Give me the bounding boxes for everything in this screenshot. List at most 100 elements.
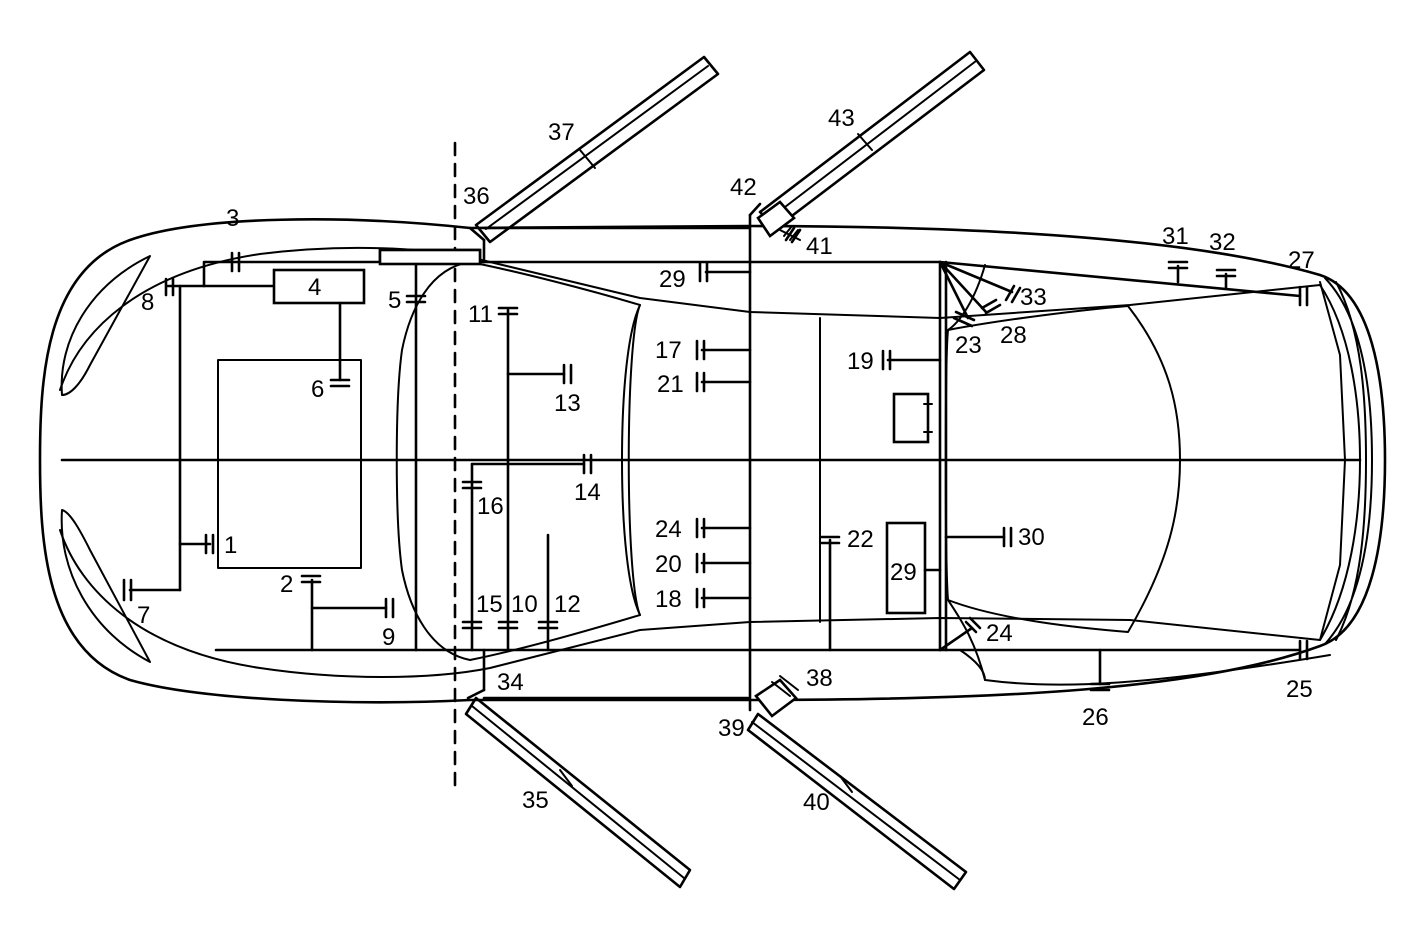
connector-32 <box>1215 268 1237 278</box>
callout-31: 31 <box>1162 223 1189 250</box>
callout-11: 11 <box>468 301 493 328</box>
door-panel-37-inner <box>485 65 709 230</box>
callout-14: 14 <box>574 479 601 506</box>
connector-11 <box>497 306 519 316</box>
callout-13: 13 <box>554 390 581 417</box>
connector-24b <box>964 616 982 634</box>
callout-15: 15 <box>476 591 503 618</box>
callout-labels: 1 2 3 4 5 6 7 8 9 10 11 12 13 14 15 16 1… <box>137 105 1315 816</box>
rear-left-door <box>758 50 986 230</box>
front-left-door <box>474 55 720 244</box>
callout-9: 9 <box>382 624 395 651</box>
connector-5 <box>405 294 427 304</box>
callout-40: 40 <box>803 789 830 816</box>
front-bumper-left <box>60 255 151 396</box>
door-panel-37 <box>474 55 720 244</box>
door-panel-35-mark <box>559 769 573 787</box>
callout-23: 23 <box>955 332 982 359</box>
callout-36: 36 <box>463 183 490 210</box>
door-hinge-34 <box>466 648 486 700</box>
door-hinge-42 <box>748 200 801 241</box>
callout-21: 21 <box>657 371 684 398</box>
callout-5: 5 <box>388 287 401 314</box>
module-29-rear <box>885 521 927 615</box>
door-panel-40-inner <box>751 721 961 881</box>
upper-rear-trunk <box>938 260 1302 298</box>
battery-box <box>892 392 930 444</box>
callout-28: 28 <box>1000 322 1027 349</box>
trunk-lid-edge <box>959 649 1331 686</box>
callout-29a: 29 <box>659 266 686 293</box>
front-bumper-right <box>60 509 151 663</box>
connector-25 <box>1298 639 1309 661</box>
door-hinge-39 <box>754 675 799 718</box>
module-1 <box>217 359 362 569</box>
connector-8 <box>164 277 175 297</box>
door-panel-37-mark <box>579 149 596 169</box>
callout-27: 27 <box>1288 247 1315 274</box>
connector-14 <box>582 453 593 475</box>
connector-17 <box>695 339 706 361</box>
body-outline <box>38 218 1387 704</box>
branch-24b <box>938 626 974 652</box>
callout-4: 4 <box>308 274 321 301</box>
module-4 <box>272 268 366 305</box>
callout-26: 26 <box>1082 704 1109 731</box>
connector-9 <box>384 597 395 619</box>
connector-24a <box>695 517 706 539</box>
connector-31 <box>1167 260 1189 270</box>
callout-39: 39 <box>718 715 745 742</box>
door-hinge-36 <box>468 226 486 264</box>
door-panel-35 <box>464 696 692 889</box>
connector-22 <box>819 535 841 545</box>
callout-35: 35 <box>522 787 549 814</box>
callout-41: 41 <box>806 233 833 260</box>
callout-19: 19 <box>847 348 874 375</box>
callout-10: 10 <box>511 591 538 618</box>
connector-30 <box>1002 526 1013 548</box>
connector-28 <box>980 298 1002 315</box>
connector-23 <box>952 310 976 328</box>
callout-30: 30 <box>1018 524 1045 551</box>
callout-17: 17 <box>655 337 682 364</box>
connector-12 <box>537 620 559 630</box>
callout-33: 33 <box>1020 284 1047 311</box>
callout-18: 18 <box>655 586 682 613</box>
callout-24a: 24 <box>655 516 682 543</box>
connector-21 <box>695 371 706 393</box>
callout-25: 25 <box>1286 676 1313 703</box>
connector-19 <box>881 349 892 371</box>
callout-6: 6 <box>311 376 324 403</box>
vehicle-body <box>38 218 1387 704</box>
rear-fan-33 <box>938 260 1014 320</box>
door-panel-40-mark <box>839 775 853 793</box>
callout-12: 12 <box>554 591 581 618</box>
callout-43: 43 <box>828 105 855 132</box>
callout-2: 2 <box>280 571 293 598</box>
connector-10 <box>497 620 519 630</box>
connector-16 <box>461 480 483 490</box>
connector-41 <box>784 226 802 244</box>
callout-29b: 29 <box>890 559 917 586</box>
connectors <box>122 226 1309 692</box>
connector-29a <box>698 261 709 283</box>
callout-22: 22 <box>847 526 874 553</box>
connector-15 <box>461 620 483 630</box>
callout-34: 34 <box>497 669 524 696</box>
callout-7: 7 <box>137 602 150 629</box>
connector-13 <box>562 363 573 385</box>
callout-8: 8 <box>141 289 154 316</box>
connector-33 <box>1004 284 1022 304</box>
connector-6 <box>329 378 351 388</box>
callout-42: 42 <box>730 174 757 201</box>
connector-2 <box>300 574 322 584</box>
callout-1: 1 <box>224 532 237 559</box>
door-panel-43-mark <box>857 133 873 151</box>
callout-3: 3 <box>226 205 239 232</box>
callout-20: 20 <box>655 551 682 578</box>
front-right-door <box>464 696 692 889</box>
callout-37: 37 <box>548 119 575 146</box>
connector-1 <box>204 533 215 555</box>
connector-7 <box>122 578 133 602</box>
